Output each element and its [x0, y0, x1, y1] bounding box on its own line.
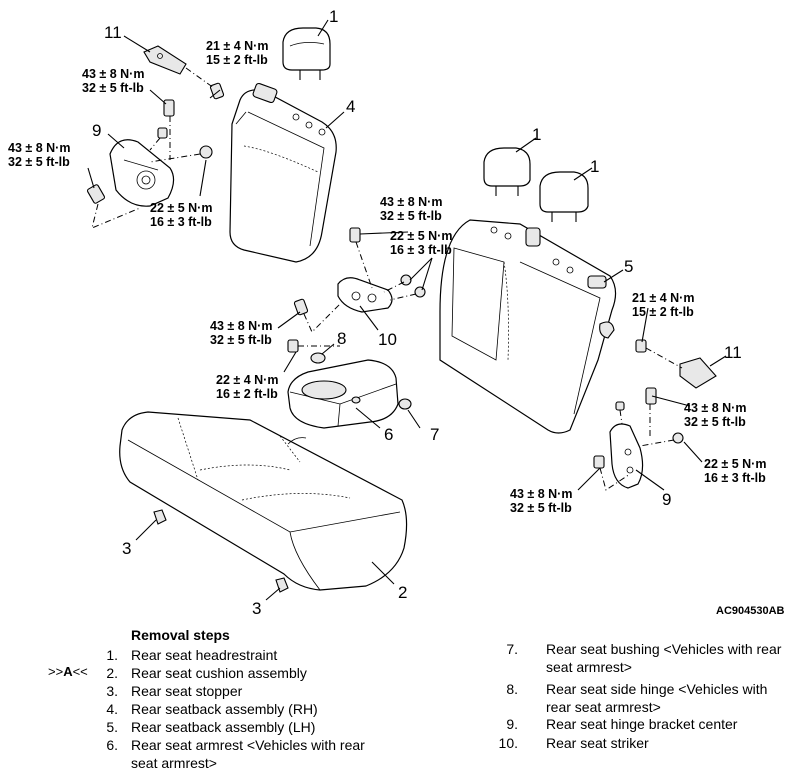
torque-nm: 22 ± 5 N·m — [704, 457, 766, 471]
torque-ftlb: 32 ± 5 ft-lb — [210, 333, 272, 347]
torque-ftlb: 15 ± 2 ft-lb — [206, 53, 268, 67]
step-text-continued: rear seat armrest> — [546, 699, 661, 715]
torque-nm: 22 ± 5 N·m — [390, 229, 452, 243]
torque-labels: 21 ± 4 N·m 15 ± 2 ft-lb 43 ± 8 N·m 32 ± … — [8, 39, 766, 515]
callout-10: 10 — [378, 330, 397, 349]
torque-nm: 21 ± 4 N·m — [632, 291, 694, 305]
step-text: Rear seat cushion assembly — [131, 665, 307, 681]
callout-9: 9 — [662, 490, 671, 509]
step-number: 3. — [106, 683, 118, 699]
headrestraint-top — [282, 27, 331, 80]
step-number: 5. — [106, 719, 118, 735]
callout-11: 11 — [104, 23, 122, 42]
figure-id: AC904530AB — [716, 605, 785, 617]
torque-nm: 43 ± 8 N·m — [380, 195, 442, 209]
step-text-continued: seat armrest> — [546, 659, 632, 675]
step-number: 7. — [506, 641, 518, 657]
step-text: Rear seat headrestraint — [131, 647, 278, 663]
callout-2: 2 — [398, 583, 407, 602]
step-text: Rear seatback assembly (RH) — [131, 701, 318, 717]
hinge-bracket-rh — [86, 45, 225, 229]
step-text: Rear seat armrest <Vehicles with rear — [131, 737, 365, 753]
torque-nm: 21 ± 4 N·m — [206, 39, 268, 53]
callout-9: 9 — [92, 121, 101, 140]
step-text: Rear seatback assembly (LH) — [131, 719, 316, 735]
callout-8: 8 — [337, 329, 346, 348]
torque-ftlb: 32 ± 5 ft-lb — [380, 209, 442, 223]
step-number: 8. — [506, 681, 518, 697]
torque-nm: 43 ± 8 N·m — [82, 67, 144, 81]
step-number: 10. — [498, 735, 518, 751]
hinge-bracket-lh — [593, 339, 717, 491]
service-point-mark: >>A<< — [48, 664, 88, 679]
mark-prefix: >> — [48, 664, 64, 679]
torque-ftlb: 32 ± 5 ft-lb — [82, 81, 144, 95]
step-text: Rear seat side hinge <Vehicles with — [546, 681, 768, 697]
torque-ftlb: 16 ± 3 ft-lb — [704, 471, 766, 485]
callout-7: 7 — [430, 425, 439, 444]
torque-nm: 22 ± 4 N·m — [216, 373, 278, 387]
step-text: Rear seat striker — [546, 735, 649, 751]
rear-seat-armrest — [287, 359, 412, 429]
rear-seat-cushion — [119, 411, 408, 591]
torque-ftlb: 16 ± 3 ft-lb — [150, 215, 212, 229]
callout-1: 1 — [590, 157, 599, 176]
step-text: Rear seat hinge bracket center — [546, 716, 738, 732]
torque-ftlb: 32 ± 5 ft-lb — [510, 501, 572, 515]
leader-lines — [87, 19, 727, 601]
center-hinge-group — [287, 227, 426, 364]
step-text-continued: seat armrest> — [131, 755, 217, 771]
step-text: Rear seat bushing <Vehicles with rear — [546, 641, 782, 657]
torque-nm: 43 ± 8 N·m — [210, 319, 272, 333]
torque-nm: 43 ± 8 N·m — [8, 141, 70, 155]
step-number: 9. — [506, 716, 518, 732]
step-number: 1. — [106, 647, 118, 663]
callout-3: 3 — [122, 539, 131, 558]
callout-labels: 1 11 4 9 1 1 5 10 8 11 6 7 9 3 2 3 — [92, 7, 742, 618]
torque-ftlb: 16 ± 3 ft-lb — [390, 243, 452, 257]
torque-ftlb: 32 ± 5 ft-lb — [8, 155, 70, 169]
headrestraints-right — [483, 147, 589, 222]
torque-ftlb: 16 ± 2 ft-lb — [216, 387, 278, 401]
torque-ftlb: 32 ± 5 ft-lb — [684, 415, 746, 429]
mark-letter: A — [63, 664, 73, 679]
removal-steps-title: Removal steps — [131, 627, 230, 643]
seat-exploded-diagram: 1 11 4 9 1 1 5 10 8 11 6 7 9 3 2 3 21 ± … — [8, 7, 785, 618]
callout-1: 1 — [329, 7, 338, 26]
rear-seatback-lh — [439, 219, 617, 434]
torque-nm: 43 ± 8 N·m — [510, 487, 572, 501]
step-number: 6. — [106, 737, 118, 753]
step-text: Rear seat stopper — [131, 683, 243, 699]
torque-nm: 22 ± 5 N·m — [150, 201, 212, 215]
callout-6: 6 — [384, 425, 393, 444]
callout-5: 5 — [624, 257, 633, 276]
step-number: 4. — [106, 701, 118, 717]
torque-ftlb: 15 ± 2 ft-lb — [632, 305, 694, 319]
step-number: 2. — [106, 665, 118, 681]
callout-3: 3 — [252, 599, 261, 618]
callout-1: 1 — [532, 125, 541, 144]
callout-4: 4 — [346, 97, 355, 116]
callout-11: 11 — [724, 343, 742, 362]
torque-nm: 43 ± 8 N·m — [684, 401, 746, 415]
rear-seatback-rh — [229, 82, 337, 263]
mark-suffix: << — [72, 664, 88, 679]
